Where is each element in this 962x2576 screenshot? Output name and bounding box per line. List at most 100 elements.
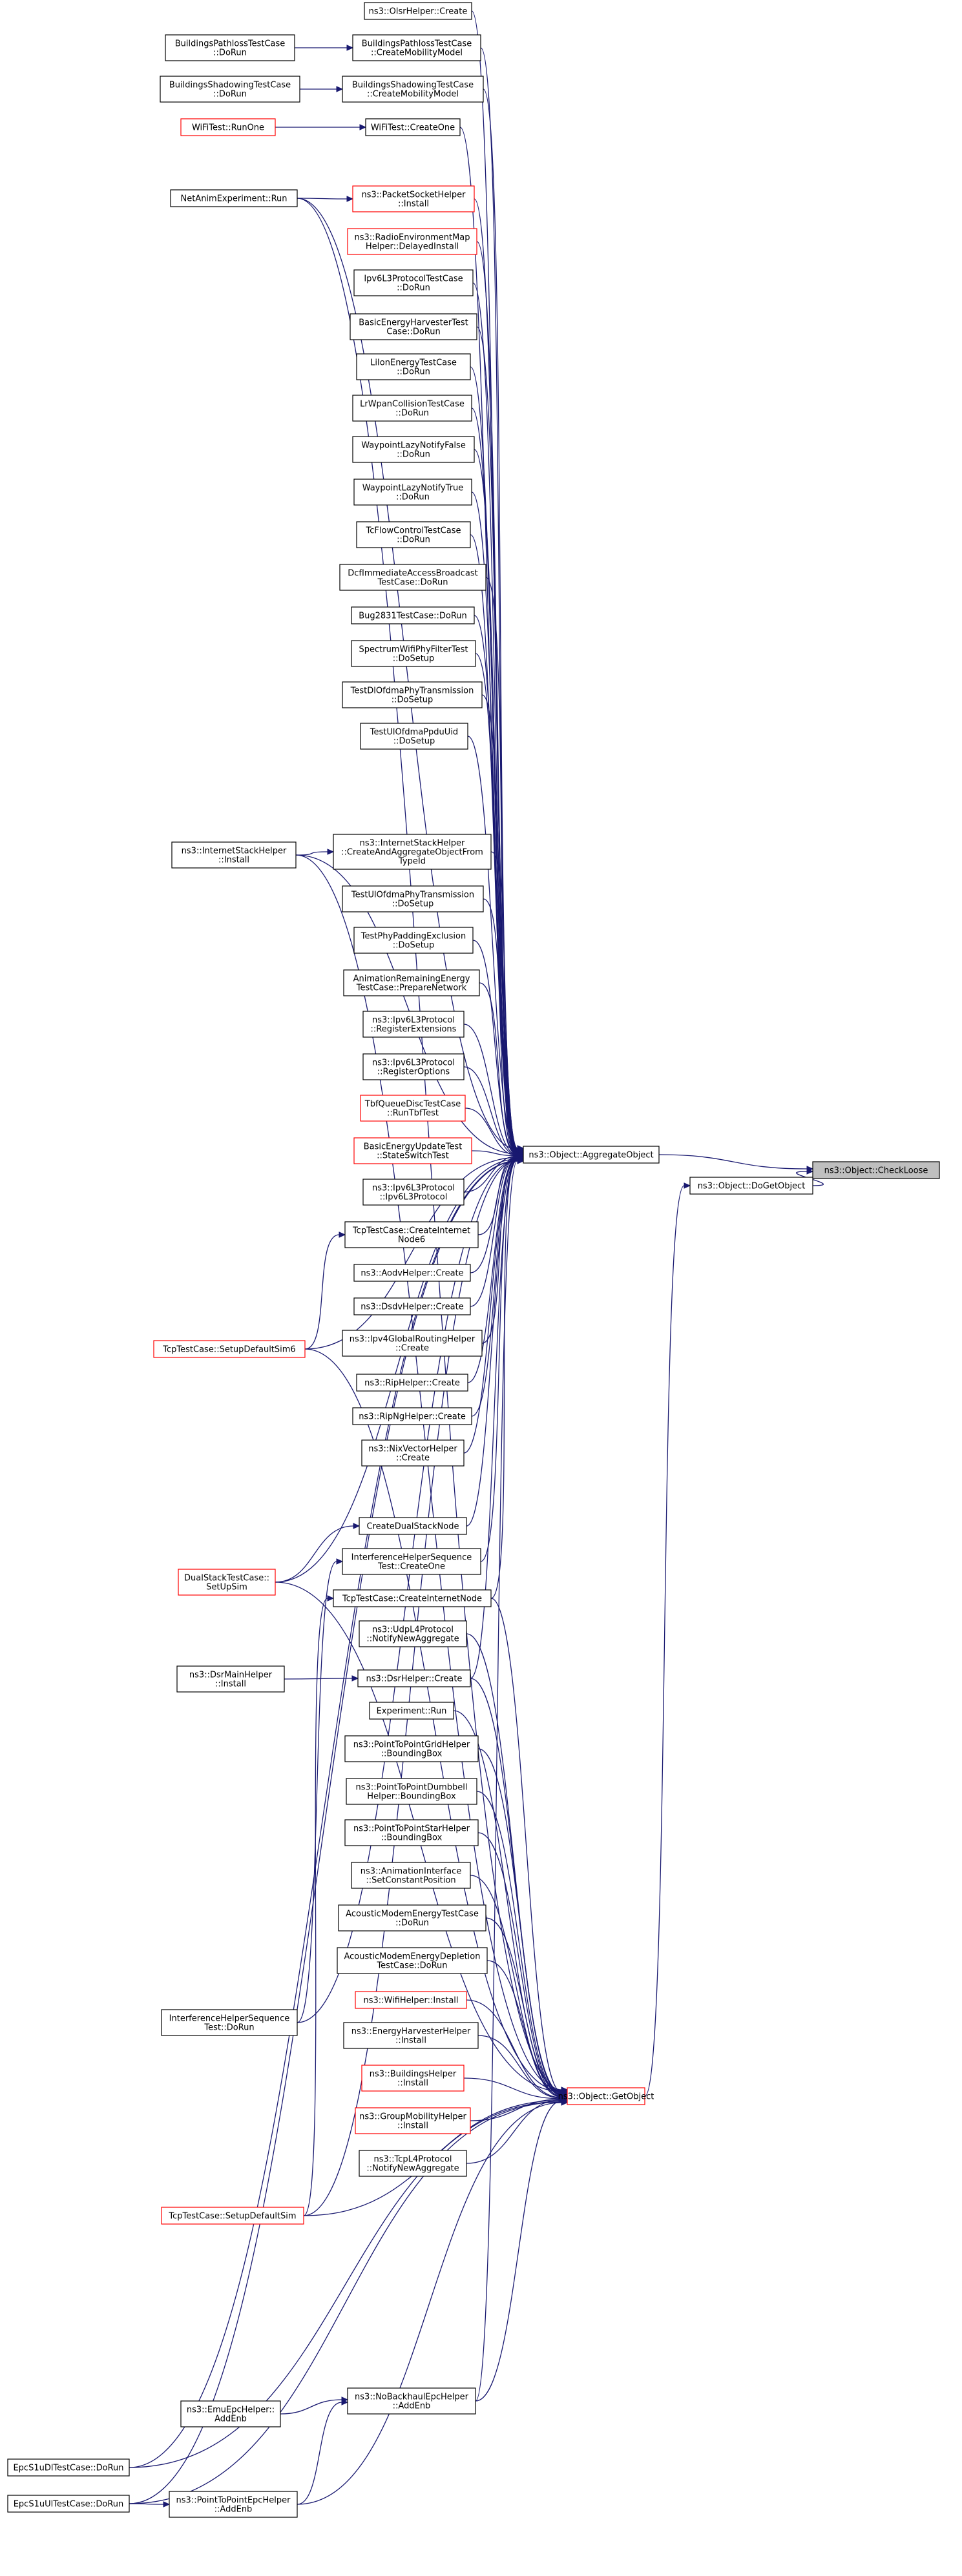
node-olsr[interactable]: ns3::OlsrHelper::Create	[364, 2, 472, 20]
node-ripng[interactable]: ns3::RipNgHelper::Create	[352, 1407, 472, 1425]
edge-line	[466, 1633, 562, 2093]
node-dsrhelper[interactable]: ns3::DsrHelper::Create	[357, 1669, 471, 1687]
node-label: ns3::DsdvHelper::Create	[361, 1303, 463, 1312]
node-bpl_dorun[interactable]: BuildingsPathlossTestCase::DoRun	[165, 34, 295, 61]
node-radioenv[interactable]: ns3::RadioEnvironmentMapHelper::DelayedI…	[347, 228, 477, 255]
node-label: InterferenceHelperSequence	[169, 2014, 290, 2024]
node-waylazyfalse[interactable]: WaypointLazyNotifyFalse::DoRun	[352, 436, 475, 463]
node-label: ns3::Object::DoGetObject	[698, 1182, 806, 1191]
node-createdualstack[interactable]: CreateDualStackNode	[359, 1517, 467, 1535]
node-box	[362, 1053, 465, 1080]
node-animiface[interactable]: ns3::AnimationInterface::SetConstantPosi…	[351, 1862, 471, 1889]
node-dsrmain[interactable]: ns3::DsrMainHelper::Install	[176, 1665, 285, 1693]
node-ipv6l3test[interactable]: Ipv6L3ProtocolTestCase::DoRun	[353, 269, 474, 296]
node-netanim[interactable]: NetAnimExperiment::Run	[170, 189, 298, 207]
node-inetstack[interactable]: ns3::InternetStackHelper::Install	[171, 841, 297, 869]
edge-line	[297, 198, 348, 200]
edge-acousticenergy-to-getobject	[485, 1917, 569, 2100]
node-testulofdmaphy[interactable]: TestUlOfdmaPhyTransmission::DoSetup	[342, 885, 484, 912]
edge-dsrmain-to-dsrhelper	[284, 1675, 359, 1682]
node-wifi_createone[interactable]: WiFiTest::CreateOne	[365, 118, 461, 136]
node-checkloose[interactable]: ns3::Object::CheckLoose	[812, 1161, 940, 1179]
node-label: ns3::UdpL4Protocol	[372, 1625, 454, 1635]
node-tcpl4[interactable]: ns3::TcpL4Protocol::NotifyNewAggregate	[359, 2150, 467, 2177]
node-bsh_dorun[interactable]: BuildingsShadowingTestCase::DoRun	[160, 76, 300, 103]
node-label: BasicEnergyHarvesterTest	[359, 318, 468, 328]
node-energyharv[interactable]: ns3::EnergyHarvesterHelper::Install	[343, 2022, 479, 2049]
node-wifihelper[interactable]: ns3::WifiHelper::Install	[355, 1991, 467, 2009]
edge-line	[477, 2035, 562, 2099]
node-animremain[interactable]: AnimationRemainingEnergyTestCase::Prepar…	[343, 969, 480, 996]
node-ipv6ctor[interactable]: ns3::Ipv6L3Protocol::Ipv6L3Protocol	[362, 1179, 465, 1206]
node-acousticenergy[interactable]: AcousticModemEnergyTestCase::DoRun	[338, 1904, 486, 1932]
node-epcs1uul[interactable]: EpcS1uUlTestCase::DoRun	[7, 2495, 130, 2513]
node-label: ns3::BuildingsHelper	[370, 2070, 457, 2079]
node-tcp_setupdefault[interactable]: TcpTestCase::SetupDefaultSim	[161, 2207, 304, 2225]
edge-line	[295, 854, 518, 1155]
node-label: ns3::Ipv6L3Protocol	[372, 1058, 455, 1068]
node-dogetobject[interactable]: ns3::Object::DoGetObject	[689, 1177, 813, 1195]
node-label: ns3::WifiHelper::Install	[363, 1996, 458, 2006]
node-ipv6regext[interactable]: ns3::Ipv6L3Protocol::RegisterExtensions	[362, 1011, 465, 1038]
node-buildingshelper[interactable]: ns3::BuildingsHelper::Install	[361, 2065, 465, 2092]
node-p2pepc[interactable]: ns3::PointToPointEpcHelper::AddEnb	[169, 2491, 298, 2518]
node-inetstack_create[interactable]: ns3::InternetStackHelper::CreateAndAggre…	[333, 834, 492, 870]
node-tcp_setupdefault6[interactable]: TcpTestCase::SetupDefaultSim6	[153, 1340, 306, 1358]
node-experiment[interactable]: Experiment::Run	[369, 1702, 454, 1720]
node-interfseq_createone[interactable]: InterferenceHelperSequenceTest::CreateOn…	[342, 1548, 481, 1575]
node-getobject[interactable]: ns3::Object::GetObject	[558, 2087, 654, 2105]
edge-line	[297, 2102, 562, 2505]
node-box	[523, 1146, 660, 1164]
node-acousticdepletion[interactable]: AcousticModemEnergyDepletionTestCase::Do…	[337, 1947, 488, 1974]
node-groupmobility[interactable]: ns3::GroupMobilityHelper::Install	[355, 2107, 471, 2134]
node-udpl4[interactable]: ns3::UdpL4Protocol::NotifyNewAggregate	[359, 1620, 467, 1647]
node-emuepc[interactable]: ns3::EmuEpcHelper::AddEnb	[180, 2400, 281, 2427]
node-testulofdmappdu[interactable]: TestUlOfdmaPpduUid::DoSetup	[360, 723, 468, 750]
node-spectrumwifi[interactable]: SpectrumWifiPhyFilterTest::DoSetup	[351, 640, 476, 667]
node-basicenergyupd[interactable]: BasicEnergyUpdateTest::StateSwitchTest	[353, 1137, 472, 1164]
node-liion[interactable]: LiIonEnergyTestCase::DoRun	[356, 353, 471, 380]
edge-line	[485, 577, 518, 1153]
node-tcflow[interactable]: TcFlowControlTestCase::DoRun	[356, 521, 471, 548]
node-testphypad[interactable]: TestPhyPaddingExclusion::DoSetup	[353, 927, 474, 954]
arrowhead-icon	[341, 2399, 349, 2406]
edge-wifihelper-to-getobject	[466, 1999, 569, 2101]
node-lrwpan[interactable]: LrWpanCollisionTestCase::DoRun	[352, 395, 472, 422]
node-wifi_runone[interactable]: WiFiTest::RunOne	[180, 118, 276, 136]
node-bsh_cmm[interactable]: BuildingsShadowingTestCase::CreateMobili…	[342, 76, 484, 103]
node-aggregate[interactable]: ns3::Object::AggregateObject	[523, 1146, 660, 1164]
node-dsdv[interactable]: ns3::DsdvHelper::Create	[353, 1297, 471, 1315]
node-epcs1udl[interactable]: EpcS1uDlTestCase::DoRun	[7, 2458, 130, 2477]
node-p2pstar[interactable]: ns3::PointToPointStarHelper::BoundingBox	[344, 1819, 479, 1846]
node-box	[353, 1264, 471, 1282]
node-aodv[interactable]: ns3::AodvHelper::Create	[353, 1264, 471, 1282]
node-dualstack_setup[interactable]: DualStackTestCase::SetUpSim	[178, 1569, 276, 1596]
node-box	[342, 885, 484, 912]
node-ipv4global[interactable]: ns3::Ipv4GlobalRoutingHelper::Create	[342, 1330, 483, 1357]
node-box	[353, 479, 472, 506]
node-tcp_createinet[interactable]: TcpTestCase::CreateInternetNode	[333, 1589, 492, 1607]
node-bpl_cmm[interactable]: BuildingsPathlossTestCase::CreateMobilit…	[352, 34, 481, 61]
node-rip[interactable]: ns3::RipHelper::Create	[356, 1374, 468, 1392]
node-box	[342, 76, 484, 103]
edge-line	[476, 1791, 562, 2096]
node-bug2831[interactable]: Bug2831TestCase::DoRun	[351, 606, 475, 624]
node-nobackhaul[interactable]: ns3::NoBackhaulEpcHelper::AddEnb	[347, 2387, 476, 2415]
node-testdlofdma[interactable]: TestDlOfdmaPhyTransmission::DoSetup	[342, 681, 483, 708]
node-box	[352, 34, 481, 61]
arrowhead-icon	[684, 1182, 691, 1189]
node-nixvector[interactable]: ns3::NixVectorHelper::Create	[361, 1439, 465, 1467]
node-p2pdumbbell[interactable]: ns3::PointToPointDumbbellHelper::Boundin…	[346, 1778, 477, 1805]
node-tbfqueue[interactable]: TbfQueueDiscTestCase::RunTbfTest	[360, 1095, 466, 1122]
edge-line	[474, 449, 518, 1152]
node-waylazytrue[interactable]: WaypointLazyNotifyTrue::DoRun	[353, 479, 472, 506]
node-dcfimm[interactable]: DcfImmediateAccessBroadcastTestCase::DoR…	[339, 564, 486, 591]
node-label: TestCase::DoRun	[376, 1961, 447, 1971]
node-p2pgrid[interactable]: ns3::PointToPointGridHelper::BoundingBox	[344, 1735, 479, 1762]
node-label: Helper::BoundingBox	[367, 1792, 456, 1802]
node-ipv6regopt[interactable]: ns3::Ipv6L3Protocol::RegisterOptions	[362, 1053, 465, 1080]
node-packetsocket[interactable]: ns3::PacketSocketHelper::Install	[352, 185, 475, 212]
